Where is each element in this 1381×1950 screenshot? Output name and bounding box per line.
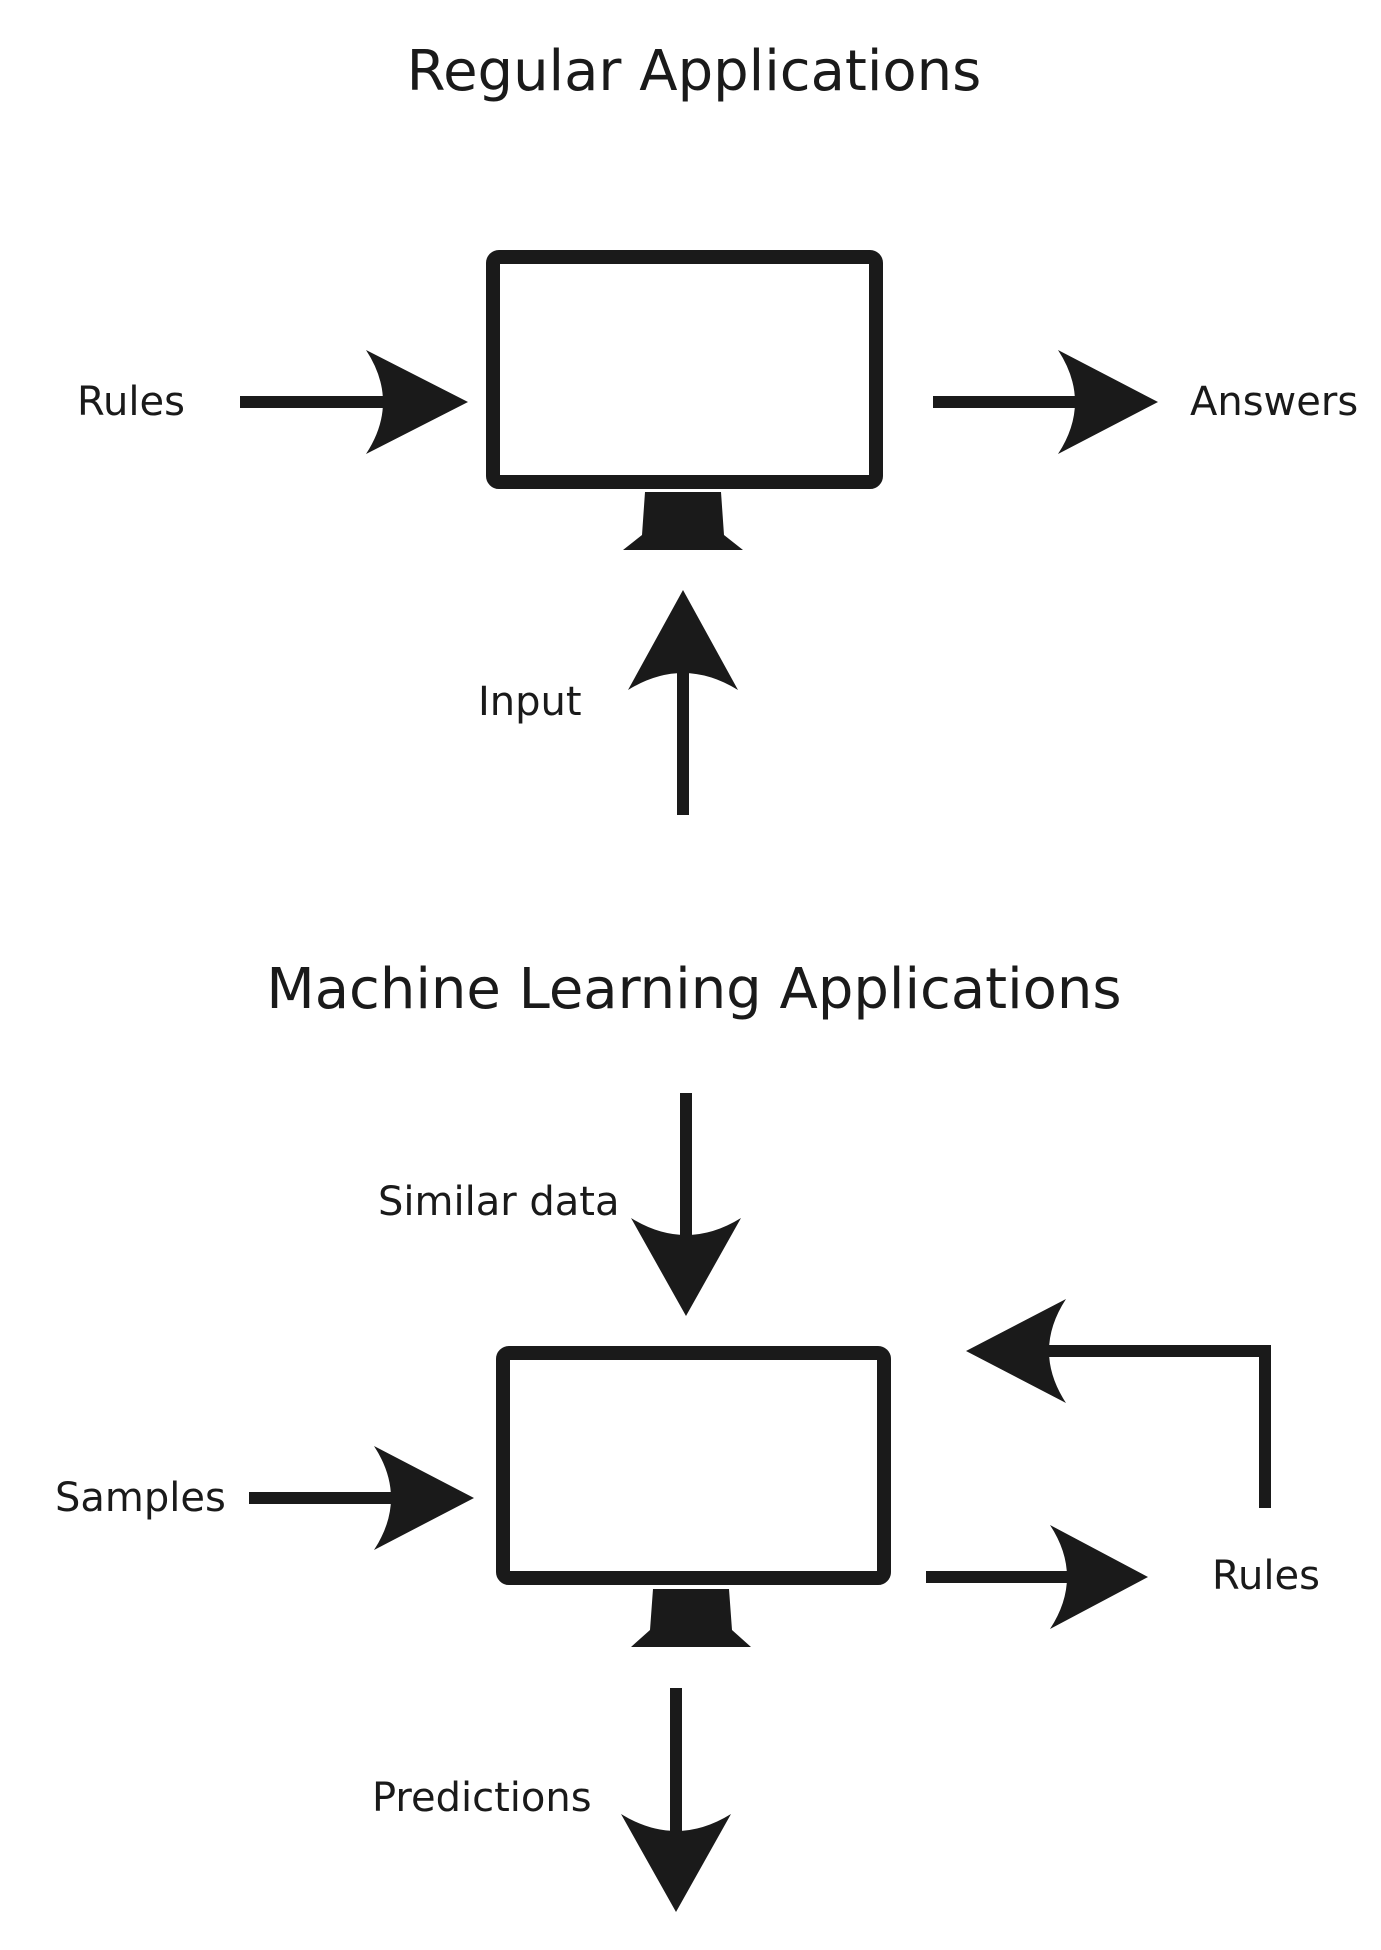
regular-applications-title: Regular Applications [406,39,982,104]
arrow-icon [249,1446,474,1550]
monitor-icon [496,1346,891,1647]
regular-rules-label: Rules [77,379,185,425]
monitor-icon [486,250,883,550]
arrow-icon [966,1299,1271,1508]
arrow-icon [240,350,468,454]
arrow-icon [628,590,738,815]
ml-similar-data-label: Similar data [378,1179,620,1225]
arrow-icon [933,350,1158,454]
regular-input-label: Input [478,679,582,725]
machine-learning-applications-title: Machine Learning Applications [266,957,1122,1022]
ml-rules-label: Rules [1212,1553,1320,1599]
regular-answers-label: Answers [1190,379,1359,425]
ml-samples-label: Samples [55,1475,226,1521]
arrow-icon [621,1688,731,1912]
arrow-icon [926,1525,1148,1629]
ml-predictions-label: Predictions [372,1775,592,1821]
arrow-icon [631,1093,741,1316]
